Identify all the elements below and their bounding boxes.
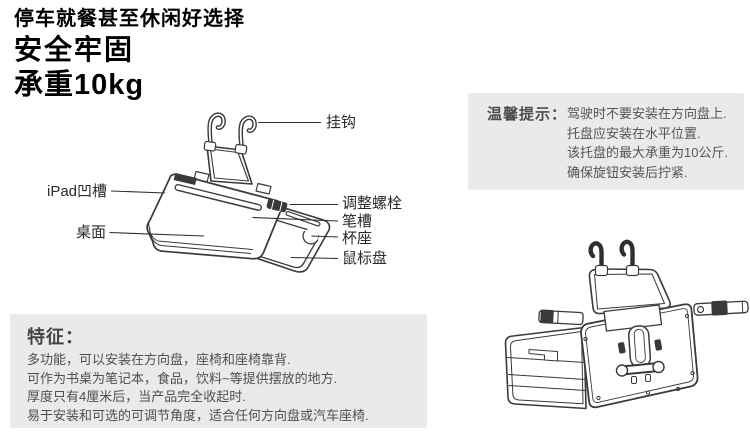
feature-line: 易于安装和可选的可调节角度，适合任何方向盘或汽车座椅. bbox=[27, 407, 369, 423]
folded-hook-icon bbox=[588, 239, 635, 271]
back-panel bbox=[580, 303, 699, 409]
tips-panel: 温馨提示： 驾驶时不要安装在方向盘上. 托盘应安装在水平位置. 该托盘的最大承重… bbox=[468, 93, 744, 190]
callout-cup-holder-label: 杯座 bbox=[342, 230, 373, 247]
adjust-bolt bbox=[266, 198, 288, 213]
callout-mouse-tray-label: 鼠标盘 bbox=[342, 250, 388, 267]
feature-line: 多功能，可以安装在方向盘，座椅和座椅靠背. bbox=[27, 352, 291, 367]
tips-line: 驾驶时不要安装在方向盘上. bbox=[567, 106, 727, 121]
tips-line: 该托盘的最大承重为10公斤. bbox=[567, 145, 729, 160]
tips-line: 托盘应安装在水平位置. bbox=[567, 125, 701, 141]
features-panel: 特征： 多功能，可以安装在方向盘，座椅和座椅靠背. 可作为书桌为笔记本，食品，饮… bbox=[10, 314, 427, 428]
main-tray bbox=[146, 173, 283, 260]
headline-tagline: 停车就餐甚至休闲好选择 bbox=[14, 8, 245, 30]
folded-diagram bbox=[504, 239, 749, 410]
callout-hook-label: 挂钩 bbox=[326, 114, 357, 131]
left-arm bbox=[538, 309, 584, 326]
headline-capacity: 承重10kg bbox=[14, 69, 145, 101]
tips-line: 确保旋钮安装后拧紧. bbox=[567, 164, 688, 180]
callout-ipad-groove-label: iPad凹槽 bbox=[47, 183, 108, 200]
callout-desktop-label: 桌面 bbox=[76, 224, 107, 241]
exploded-diagram bbox=[146, 112, 331, 273]
features-panel-lines: 多功能，可以安装在方向盘，座椅和座椅靠背. 可作为书桌为笔记本，食品，饮料~等提… bbox=[27, 351, 369, 425]
callout-pen-slot-label: 笔槽 bbox=[342, 213, 373, 230]
features-panel-label: 特征： bbox=[27, 327, 84, 347]
center-slider bbox=[603, 304, 665, 384]
right-arm bbox=[693, 300, 749, 316]
folded-slide-tray bbox=[504, 326, 587, 410]
tips-panel-lines: 驾驶时不要安装在方向盘上. 托盘应安装在水平位置. 该托盘的最大承重为10公斤.… bbox=[567, 104, 728, 182]
headline-block: 停车就餐甚至休闲好选择 安全牢固 承重10kg bbox=[14, 6, 245, 103]
slide-tray bbox=[237, 202, 331, 273]
callout-adjust-bolt-label: 调整螺栓 bbox=[342, 195, 403, 212]
leader-lines bbox=[109, 121, 339, 260]
feature-line: 厚度只有4厘米后，当产品完全收起时. bbox=[27, 389, 246, 404]
feature-line: 可作为书桌为笔记本，食品，饮料~等提供摆放的地方. bbox=[27, 370, 338, 386]
hook-icon bbox=[207, 112, 257, 154]
tips-panel-label: 温馨提示： bbox=[487, 106, 568, 123]
headline-title: 安全牢固 bbox=[14, 34, 135, 65]
